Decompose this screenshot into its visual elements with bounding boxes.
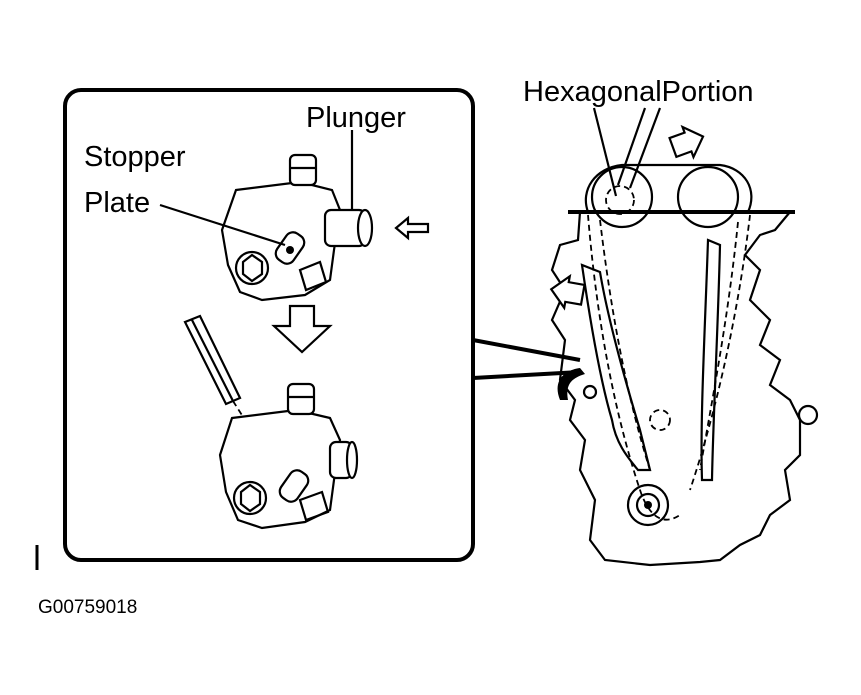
tensioner-top-bolt <box>288 153 318 187</box>
engine-outline <box>550 210 819 567</box>
tensioner-lower-bolt <box>234 250 270 286</box>
plate-label: Plate <box>84 187 150 219</box>
intake-sprocket <box>590 165 654 229</box>
push-arrow <box>394 215 430 241</box>
hexagonal-portion-label: HexagonalPortion <box>523 76 754 108</box>
tensioner-top-bolt-after <box>286 382 316 416</box>
stopper-label: Stopper <box>84 141 186 173</box>
push-arrow-left <box>549 273 586 311</box>
tensioner-after <box>218 382 359 530</box>
detail-inset-frame <box>63 88 475 562</box>
plunger-label: Plunger <box>306 102 406 134</box>
step-down-arrow <box>271 304 333 354</box>
exhaust-sprocket <box>676 165 740 229</box>
hexagonal-portion-mark <box>605 185 635 215</box>
camshaft-sprockets <box>584 163 753 229</box>
chain-guides <box>580 214 751 521</box>
stopper-plate-leader <box>159 203 286 247</box>
hexagonal-portion-leaders <box>592 107 662 197</box>
crankshaft-sprocket <box>626 483 670 527</box>
figure-code: G00759018 <box>38 597 137 618</box>
rotate-arrow-right <box>668 124 705 160</box>
tensioner-hook <box>557 368 585 400</box>
tensioner-before <box>220 153 374 302</box>
